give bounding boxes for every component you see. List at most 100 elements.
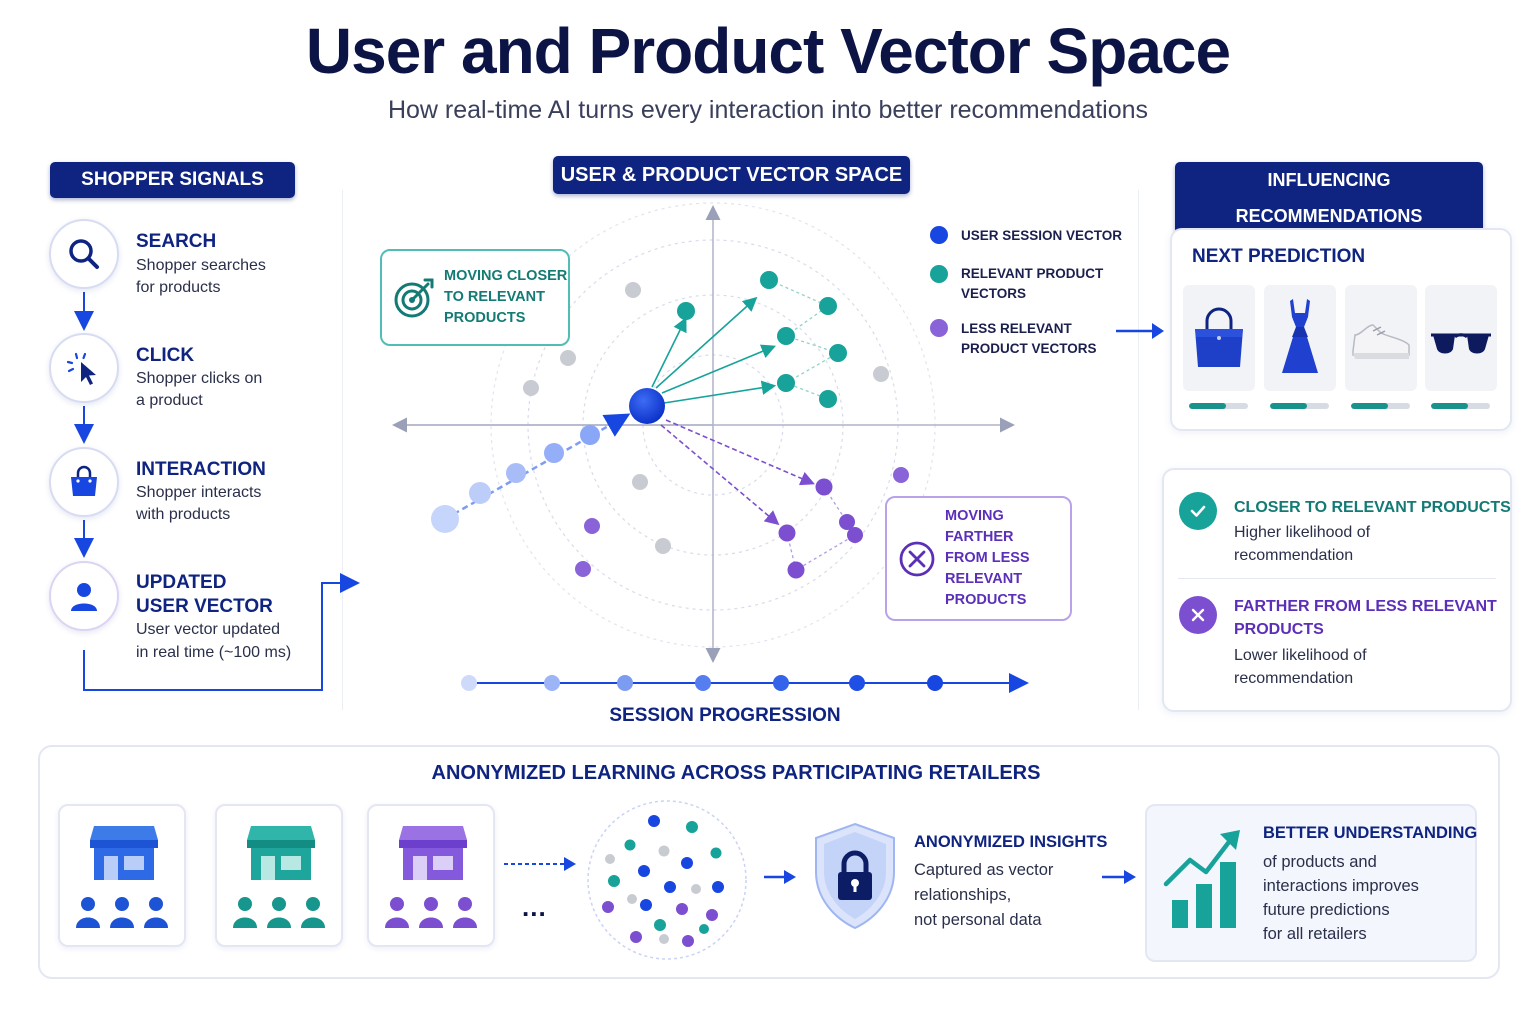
product-tile-dress[interactable] — [1264, 285, 1336, 391]
to-better-understanding-arrow — [1102, 870, 1136, 884]
closer-check-badge — [1179, 492, 1217, 530]
feedback-loop-arrow — [83, 573, 360, 691]
product-score-fill — [1431, 403, 1468, 409]
legend-user-label: USER SESSION VECTOR — [961, 228, 1123, 243]
moving-closer-callout: MOVING CLOSER TO RELEVANT PRODUCTS — [380, 249, 570, 346]
less-relevant-product-dot — [778, 524, 796, 542]
product-tile-sneaker[interactable] — [1345, 285, 1417, 391]
users-group-icon — [76, 897, 168, 928]
moving-farther-callout: MOVING FARTHER FROM LESS RELEVANT PRODUC… — [885, 496, 1072, 621]
sunglasses-icon — [1431, 333, 1491, 354]
search-step-desc-2: for products — [136, 279, 221, 296]
page-title: User and Product Vector Space — [305, 15, 1231, 87]
shield-lock-icon — [815, 822, 895, 930]
legend-relevant-label-1: RELEVANT PRODUCT — [961, 266, 1104, 281]
click-step-desc-2: a product — [136, 392, 203, 409]
user-icon — [71, 583, 97, 611]
right-divider — [1138, 190, 1139, 710]
sneaker-icon — [1352, 324, 1410, 359]
updated-step-desc-2: in real time (~100 ms) — [136, 644, 292, 661]
anonymized-insights-line-3: not personal data — [914, 911, 1042, 929]
vector-cloud-dots — [602, 815, 724, 947]
moving-closer-line-3: PRODUCTS — [444, 310, 526, 326]
session-step-dot — [461, 675, 477, 691]
product-score-fill — [1189, 403, 1226, 409]
better-understanding-line-4: for all retailers — [1263, 925, 1367, 943]
session-step-dot — [544, 675, 560, 691]
neutral-product-dot — [560, 350, 576, 366]
search-step-icon — [49, 219, 119, 289]
relevant-product-dot — [760, 271, 778, 289]
attract-arrow — [663, 380, 777, 404]
less-relevant-product-dot — [847, 527, 863, 543]
neutral-product-dot — [655, 538, 671, 554]
legend-relevant-dot — [930, 265, 948, 283]
dress-icon — [1282, 299, 1318, 373]
anonymized-insights-line-1: Captured as vector — [914, 861, 1054, 879]
storefront-icon — [247, 826, 315, 880]
repel-arrow — [665, 419, 815, 486]
relevant-product-dot — [819, 390, 837, 408]
shared-vector-cloud — [587, 800, 747, 960]
moving-farther-line-1: MOVING FARTHER — [945, 508, 1014, 545]
close-icon — [1191, 608, 1205, 622]
farther-outcome-desc-1: Lower likelihood of — [1234, 647, 1367, 664]
better-understanding-line-2: interactions improves — [1263, 877, 1419, 895]
better-understanding-line-3: future predictions — [1263, 901, 1390, 919]
closer-outcome-title: CLOSER TO RELEVANT PRODUCTS — [1234, 499, 1511, 516]
product-score-bar — [1189, 403, 1248, 409]
check-icon — [1190, 505, 1206, 517]
search-step-desc-1: Shopper searches — [136, 257, 266, 274]
legend-relevant-label-2: VECTORS — [961, 286, 1027, 301]
product-score-bar — [1351, 403, 1410, 409]
click-step-title: CLICK — [136, 345, 195, 366]
session-progression-label: SESSION PROGRESSION — [609, 705, 841, 726]
product-tile-handbag[interactable] — [1183, 285, 1255, 391]
better-understanding-line-1: of products and — [1263, 853, 1377, 871]
outcomes-divider — [1178, 578, 1496, 579]
neutral-product-dot — [632, 474, 648, 490]
attract-arrow — [655, 296, 758, 389]
repel-arrow — [660, 424, 780, 526]
updated-user-vector-icon — [49, 561, 119, 631]
cursor-click-icon — [66, 352, 96, 385]
moving-closer-line-1: MOVING CLOSER — [444, 268, 568, 284]
click-step-desc-1: Shopper clicks on — [136, 370, 263, 387]
growth-chart-icon — [1163, 830, 1240, 928]
product-score-fill — [1270, 403, 1307, 409]
vector-space-plot — [392, 202, 1029, 693]
neutral-product-dot — [523, 380, 539, 396]
signals-flow-arrows — [74, 292, 360, 691]
interaction-step-desc-1: Shopper interacts — [136, 484, 262, 501]
moving-farther-line-3: RELEVANT — [945, 571, 1023, 587]
attract-arrow — [661, 344, 776, 394]
updated-step-title-1: UPDATED — [136, 572, 227, 593]
interaction-step-title: INTERACTION — [136, 459, 266, 480]
farther-outcome-title-1: FARTHER FROM LESS RELEVANT — [1234, 598, 1497, 615]
legend-user-dot — [930, 226, 948, 244]
updated-step-title-2: USER VECTOR — [136, 596, 273, 617]
vector-space-header: USER & PRODUCT VECTOR SPACE — [553, 156, 910, 194]
search-icon — [69, 239, 99, 269]
more-retailers-ellipsis: ... — [522, 892, 547, 922]
trail-dot — [431, 505, 459, 533]
relevant-product-dot — [777, 327, 795, 345]
updated-step-desc-1: User vector updated — [136, 621, 281, 638]
user-session-vector-dot — [629, 388, 665, 424]
legend-less-relevant-dot — [930, 319, 948, 337]
relevant-product-dot — [677, 302, 695, 320]
trail-dot — [580, 425, 600, 445]
trail-dot — [544, 443, 564, 463]
less-relevant-product-dot — [893, 467, 909, 483]
to-vector-cloud-arrow — [504, 857, 576, 871]
interaction-step-icon — [49, 447, 119, 517]
anonymized-insights-line-2: relationships, — [914, 886, 1012, 904]
neutral-product-dot — [873, 366, 889, 382]
session-step-dot — [849, 675, 865, 691]
product-tile-sunglasses[interactable] — [1425, 285, 1497, 391]
users-group-icon — [233, 897, 325, 928]
target-icon — [394, 278, 434, 317]
anonymized-learning-title: ANONYMIZED LEARNING ACROSS PARTICIPATING… — [431, 762, 1041, 784]
farther-outcome-title-2: PRODUCTS — [1234, 621, 1324, 638]
storefront-icon — [90, 826, 158, 880]
